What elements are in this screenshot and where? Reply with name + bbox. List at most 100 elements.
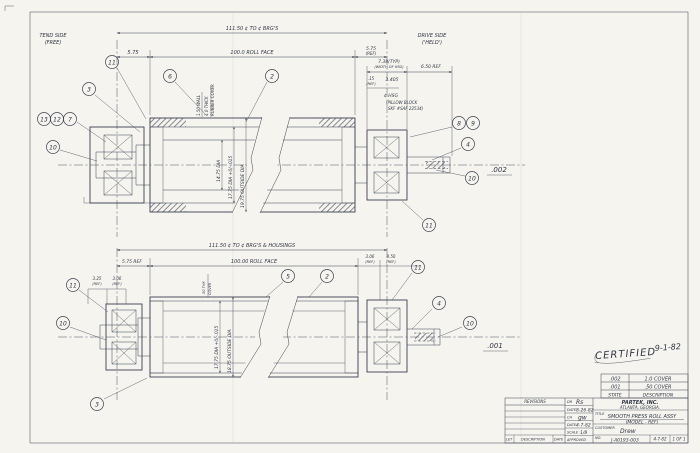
state-row-1-desc: .50 COVER [644,385,671,391]
customer-name: Drew [620,428,636,435]
dim-cover-2: RUBBER COVER [210,84,215,116]
state-row-0-state: .002 [609,377,620,383]
note-cover-2: COVER [208,282,212,295]
balloon-5-b: 5 [281,269,295,283]
drive-side-label: DRIVE SIDE [418,33,447,39]
svg-text:10: 10 [468,176,476,183]
bottom-view: 111.50 ¢ TO ¢ BRG'S & HOUSINGS 5.75 REF … [56,243,520,411]
dim-inside-dia: 14.75 DIA [216,160,222,182]
note-hsg-1: ¢ HSG [384,93,399,99]
top-right-bearing [355,129,451,201]
dim-left-end-bottom: 5.75 REF [122,259,142,265]
drawing-number: J-A0193-003 [610,438,639,444]
dim-3405: 3.405 [386,77,399,83]
svg-text:4: 4 [466,142,470,149]
svg-text:10: 10 [59,321,67,328]
dim-roll-face-top: 100.0 ROLL FACE [230,50,274,56]
svg-text:11: 11 [69,283,77,290]
svg-text:2: 2 [270,74,274,81]
svg-text:4: 4 [437,301,441,308]
dim-outside-dia: 19.75 OUTSIDE DIA [240,164,246,208]
svg-text:10: 10 [49,145,57,152]
svg-text:8: 8 [457,121,461,128]
drive-side-label-2: ('HELD') [422,40,442,46]
dim-overall-bottom: 111.50 ¢ TO ¢ BRG'S & HOUSINGS [209,243,296,249]
svg-text:10: 10 [466,321,474,328]
balloon-11: 11 [105,55,119,69]
title-label: TITLE [595,412,605,416]
dim-15-ref: (REF) [366,82,376,86]
sheet-number: 1 OF 1 [672,437,685,442]
drawing-title: SMOOTH PRESS ROLL ASSY [608,414,677,420]
balloon-12: 12 [50,112,64,126]
svg-text:11: 11 [414,265,422,272]
dim-shell-dia-bottom: 17.75 DIA +0/-.015 [214,325,220,369]
svg-text:9: 9 [471,121,475,128]
certified-date: 9-1-82 [655,342,682,353]
company-name: PARTEK, INC. [622,400,659,406]
date-label-1: DATE [567,408,577,412]
top-balloons: 11 3 13 12 7 10 6 2 8 9 4 10 11 [37,55,480,232]
company-title-area: PARTEK, INC. ATLANTA, GEORGIA. TITLE SMO… [593,400,688,444]
dim-l2-ref: (REF) [112,282,122,286]
break-line [267,295,299,379]
balloon-8: 8 [452,116,466,130]
top-left-bearing [83,126,151,204]
top-roll-body [149,116,356,214]
date-label-2: DATE [567,423,577,427]
balloon-9: 9 [466,116,480,130]
balloon-7: 7 [63,112,77,126]
note-cover-1: .50 THK [202,281,206,295]
sheet-border [4,5,689,444]
dim-shell-dia: 17.75 DIA +0/-.015 [228,155,234,199]
signature-column: DR Rs DATE 8-26-82 CH gw DATE 4-7-82 SCA… [565,398,594,443]
customer-label: CUSTOMER [595,426,615,430]
dim-right-end-top: 5.75 [366,46,376,52]
dim-r1-ref: (REF) [365,260,375,264]
svg-text:7: 7 [68,117,72,124]
dim-left-end-top: 5.75 [127,50,138,56]
bottom-dimensions: 111.50 ¢ TO ¢ BRG'S & HOUSINGS 5.75 REF … [87,243,420,378]
dim-overall-top: 111.50 ¢ TO ¢ BRG'S [226,26,279,32]
dr-signature: Rs [576,399,583,406]
break-line [231,116,263,214]
balloon-6: 6 [163,69,177,83]
bottom-right-bearing [358,299,441,373]
svg-text:6: 6 [168,74,172,81]
svg-text:3: 3 [95,402,99,409]
balloon-2-b: 2 [320,269,334,283]
balloon-2: 2 [265,69,279,83]
revisions-header: REVISIONS [524,399,546,404]
state-ref-002: .002 [491,166,507,174]
svg-text:3: 3 [87,87,91,94]
bottom-roll-body [149,295,359,379]
balloon-4-b: 4 [432,296,446,310]
approved-label: APPROVED [566,438,586,442]
state-table: .002 1.0 COVER .001 .50 COVER STATE DESC… [600,373,689,399]
dim-15: .15 [368,76,375,81]
dim-right-end-ref-top: (REF) [366,51,377,56]
title-block: REVISIONS LET DESCRIPTION DATE DR Rs DAT… [504,397,689,444]
dim-r2: 8.50 [387,254,396,259]
balloon-3: 3 [82,82,96,96]
ch-signature: gw [578,415,587,422]
rev-col-desc: DESCRIPTION [521,438,545,442]
dim-outside-dia-bottom: 18.75 OUTSIDE DIA [227,329,233,373]
tend-side-label: TEND SIDE [39,33,67,39]
state-row-0-desc: 1.0 COVER [644,377,671,383]
balloon-10-bl: 10 [56,316,70,330]
balloon-4: 4 [461,137,475,151]
state-row-1-state: .001 [609,385,620,391]
top-dimensions: 111.50 ¢ TO ¢ BRG'S 5.75 100.0 ROLL FACE… [116,26,453,213]
balloon-3-bl: 3 [90,397,104,411]
dim-r1: 3.06 [366,254,375,259]
dim-r2-ref: (REF) [386,260,396,264]
revisions-table: REVISIONS LET DESCRIPTION DATE [505,398,566,443]
note-hsg-2: (PILLOW BLOCK [386,100,418,105]
bottom-left-bearing [99,303,150,371]
certified-text: CERTIFIED [595,347,657,362]
break-line [259,116,291,214]
balloon-13: 13 [37,112,51,126]
